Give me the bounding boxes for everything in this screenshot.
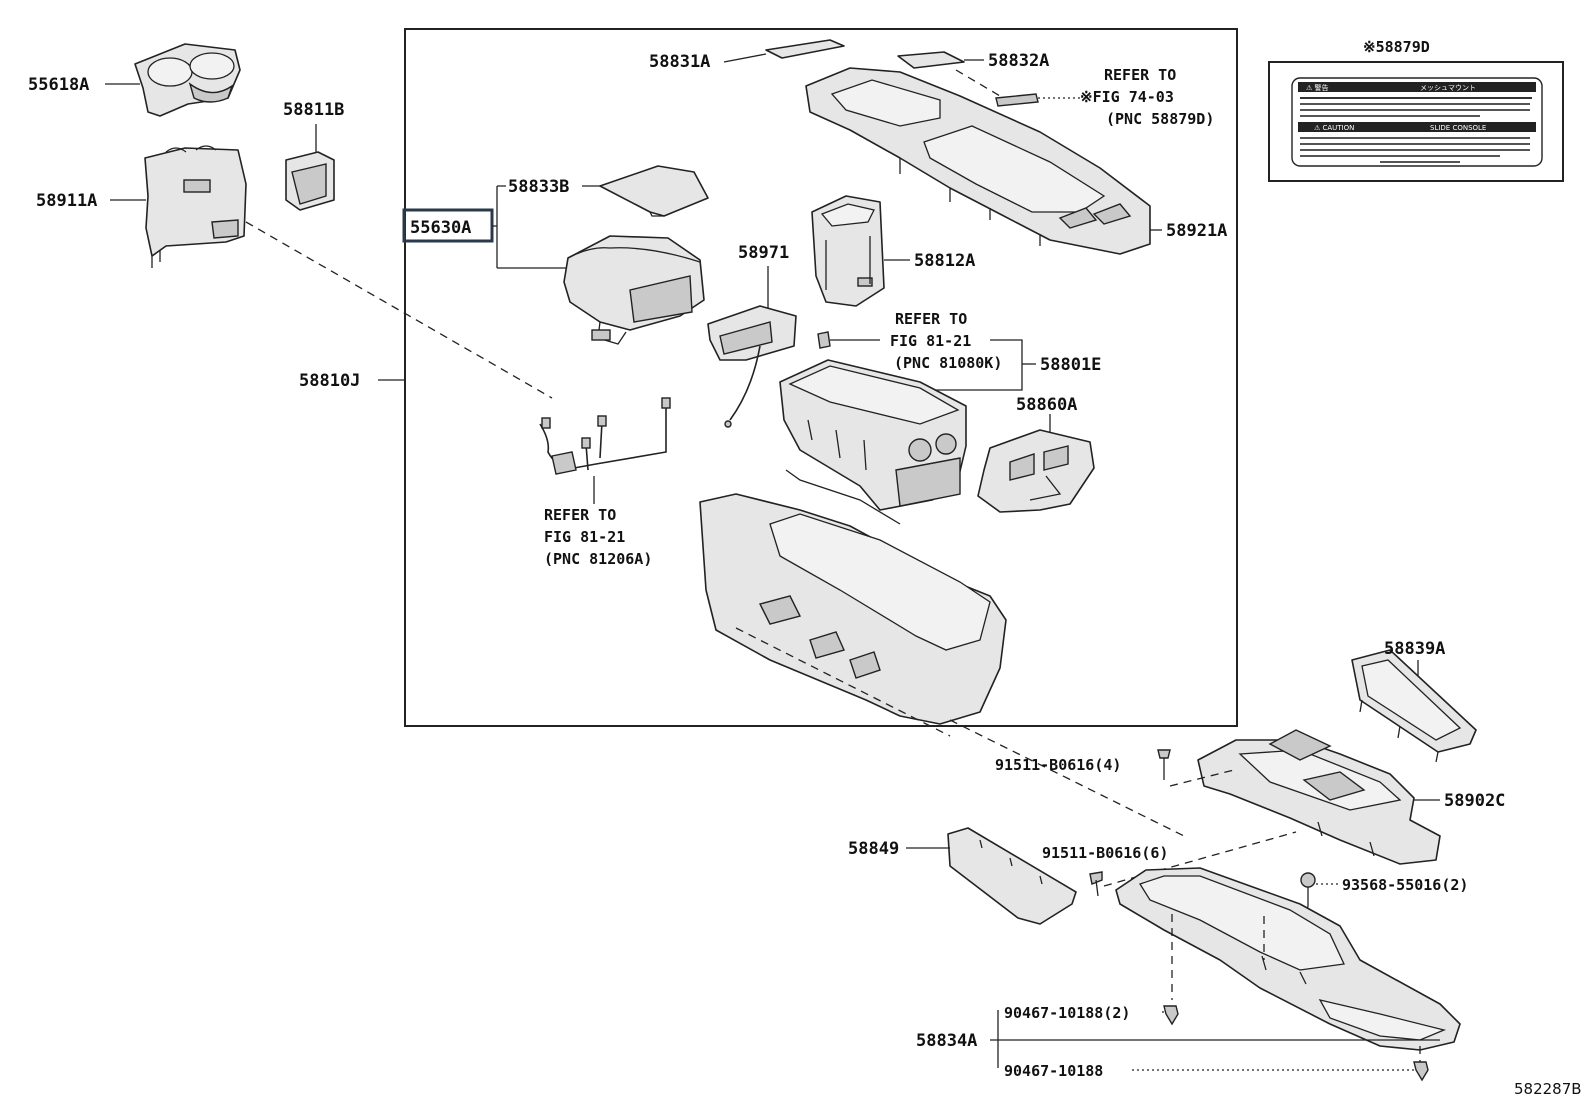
clip-90467[interactable] [1413, 1061, 1429, 1082]
label-58921A: 58921A [1166, 221, 1227, 241]
part-58902C-base-bracket[interactable] [1197, 729, 1441, 865]
part-58811B-insert[interactable] [285, 151, 335, 211]
refer-1-line-2: ※FIG 74-03 [1080, 88, 1174, 106]
part-58911A-panel[interactable] [144, 145, 247, 268]
part-58832A-cover[interactable] [897, 51, 965, 69]
part-58860A-vent[interactable] [977, 429, 1095, 513]
label-58860A: 58860A [1016, 395, 1077, 415]
clip-90467-2[interactable] [1163, 1005, 1179, 1026]
label-55630A[interactable]: 55630A [410, 218, 471, 238]
diagram-id: 582287B [1514, 1080, 1582, 1098]
label-58839A: 58839A [1384, 639, 1445, 659]
part-58801E-console-box[interactable] [779, 359, 967, 511]
label-58879D: ※58879D [1363, 38, 1430, 56]
refer-1-line-3: (PNC 58879D) [1106, 110, 1214, 128]
refer-2-line-2: FIG 81-21 [890, 332, 971, 350]
label-58812A: 58812A [914, 251, 975, 271]
label-90467-10188-2: 90467-10188(2) [1004, 1004, 1130, 1022]
caution-jp-header-right: メッシュマウント [1420, 84, 1476, 92]
screw-93568[interactable] [1300, 872, 1316, 906]
part-58833B-lid[interactable] [599, 165, 709, 217]
part-clip[interactable] [817, 331, 831, 349]
label-93568-55016: 93568-55016(2) [1342, 876, 1468, 894]
label-58971: 58971 [738, 243, 789, 263]
part-58831A-trim[interactable] [765, 39, 845, 59]
dashed-guide-5 [1169, 769, 1235, 787]
refer-2-line-3: (PNC 81080K) [894, 354, 1002, 372]
leader-58831A [723, 53, 767, 63]
label-58849: 58849 [848, 839, 899, 859]
label-91511-B0616-4: 91511-B0616(4) [995, 756, 1121, 774]
part-55630A-box[interactable] [563, 235, 705, 345]
bracket-58801E [904, 339, 1023, 391]
refer-3-line-2: FIG 81-21 [544, 528, 625, 546]
dashed-guide-2 [955, 69, 1001, 97]
part-label-plate[interactable] [995, 93, 1039, 107]
part-58849-side-trim[interactable] [947, 827, 1077, 925]
caution-jp-header-left: ⚠ 警告 [1306, 83, 1329, 92]
bracket-55630A [492, 185, 566, 269]
label-58801E: 58801E [1040, 355, 1101, 375]
refer-1-line-1: REFER TO [1104, 66, 1176, 84]
part-lower-console-body[interactable] [699, 469, 1007, 725]
dashed-guide-1 [245, 221, 553, 399]
label-58833B: 58833B [508, 177, 569, 197]
dashed-guide-3 [735, 627, 951, 737]
label-91511-B0616-6: 91511-B0616(6) [1042, 844, 1168, 862]
part-wiring-harness[interactable] [539, 397, 671, 475]
part-58812A-cup-insert[interactable] [811, 195, 885, 307]
part-58834A-bottom-tray[interactable] [1115, 867, 1461, 1051]
part-58839A-bracket-tray[interactable] [1351, 649, 1477, 763]
label-58902C: 58902C [1444, 791, 1505, 811]
label-58811B: 58811B [283, 100, 344, 120]
caution-en-header-left: ⚠ CAUTION [1314, 124, 1354, 132]
dashed-guide-4 [949, 719, 1185, 837]
label-58832A: 58832A [988, 51, 1049, 71]
label-55618A: 55618A [28, 75, 89, 95]
refer-3-line-3: (PNC 81206A) [544, 550, 652, 568]
assembly-frame [404, 28, 1238, 727]
label-58831A: 58831A [649, 52, 710, 72]
screw-91511-4[interactable] [1157, 749, 1171, 780]
label-58911A: 58911A [36, 191, 97, 211]
part-58971-latch[interactable] [707, 305, 797, 428]
screw-91511-6[interactable] [1089, 871, 1103, 897]
part-58921A-upper-panel[interactable] [805, 67, 1151, 255]
caution-en-header-right: SLIDE CONSOLE [1430, 124, 1486, 132]
label-58834A: 58834A [916, 1031, 977, 1051]
refer-2-line-1: REFER TO [895, 310, 967, 328]
label-90467-10188: 90467-10188 [1004, 1062, 1103, 1080]
part-55618A-cup-holder[interactable] [134, 43, 241, 117]
part-58879D-caution-label[interactable]: ⚠ 警告 メッシュマウント ⚠ CAUTION SLIDE CONSOLE [1291, 77, 1543, 167]
label-58810J: 58810J [299, 371, 360, 391]
refer-3-line-1: REFER TO [544, 506, 616, 524]
